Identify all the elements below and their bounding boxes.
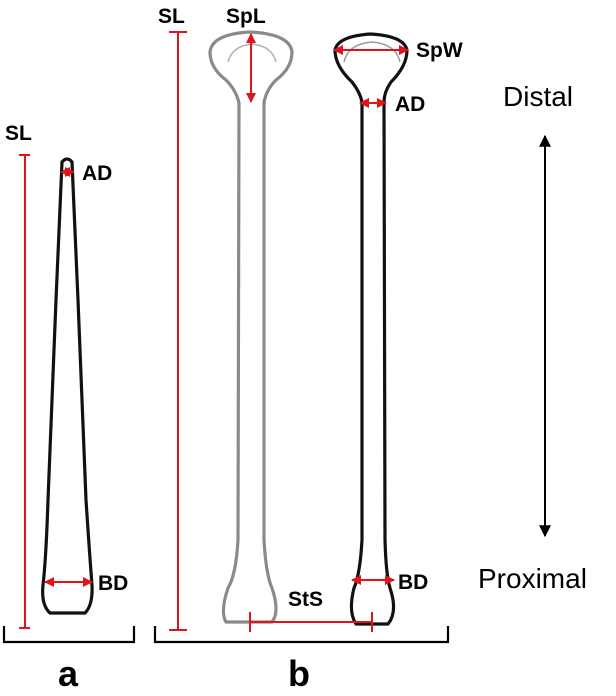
bd-b-label: BD [398,571,428,594]
proximal-label: Proximal [478,563,587,594]
sl-b-label: SL [158,5,185,28]
trichome-a [41,157,94,615]
distal-label: Distal [503,81,573,112]
panel-b-bracket [153,626,450,644]
ad-a-label: AD [82,162,112,185]
trichome-b-grey-outline [208,30,294,624]
bd-a-label: BD [98,572,128,595]
trichome-b-black [333,32,409,626]
trichome-a-outline [41,157,94,615]
sts-label: StS [288,588,323,611]
spw-label: SpW [416,39,463,62]
trichome-b-grey [208,30,294,624]
panel-a-bracket [2,626,136,644]
trichome-b-black-outline [333,32,409,626]
sl-a-label: SL [5,122,32,145]
ad-b-label: AD [395,93,425,116]
spl-label: SpL [226,5,266,28]
measurements [19,31,409,632]
panel-b-label: b [288,653,310,694]
panel-a-label: a [58,653,79,694]
